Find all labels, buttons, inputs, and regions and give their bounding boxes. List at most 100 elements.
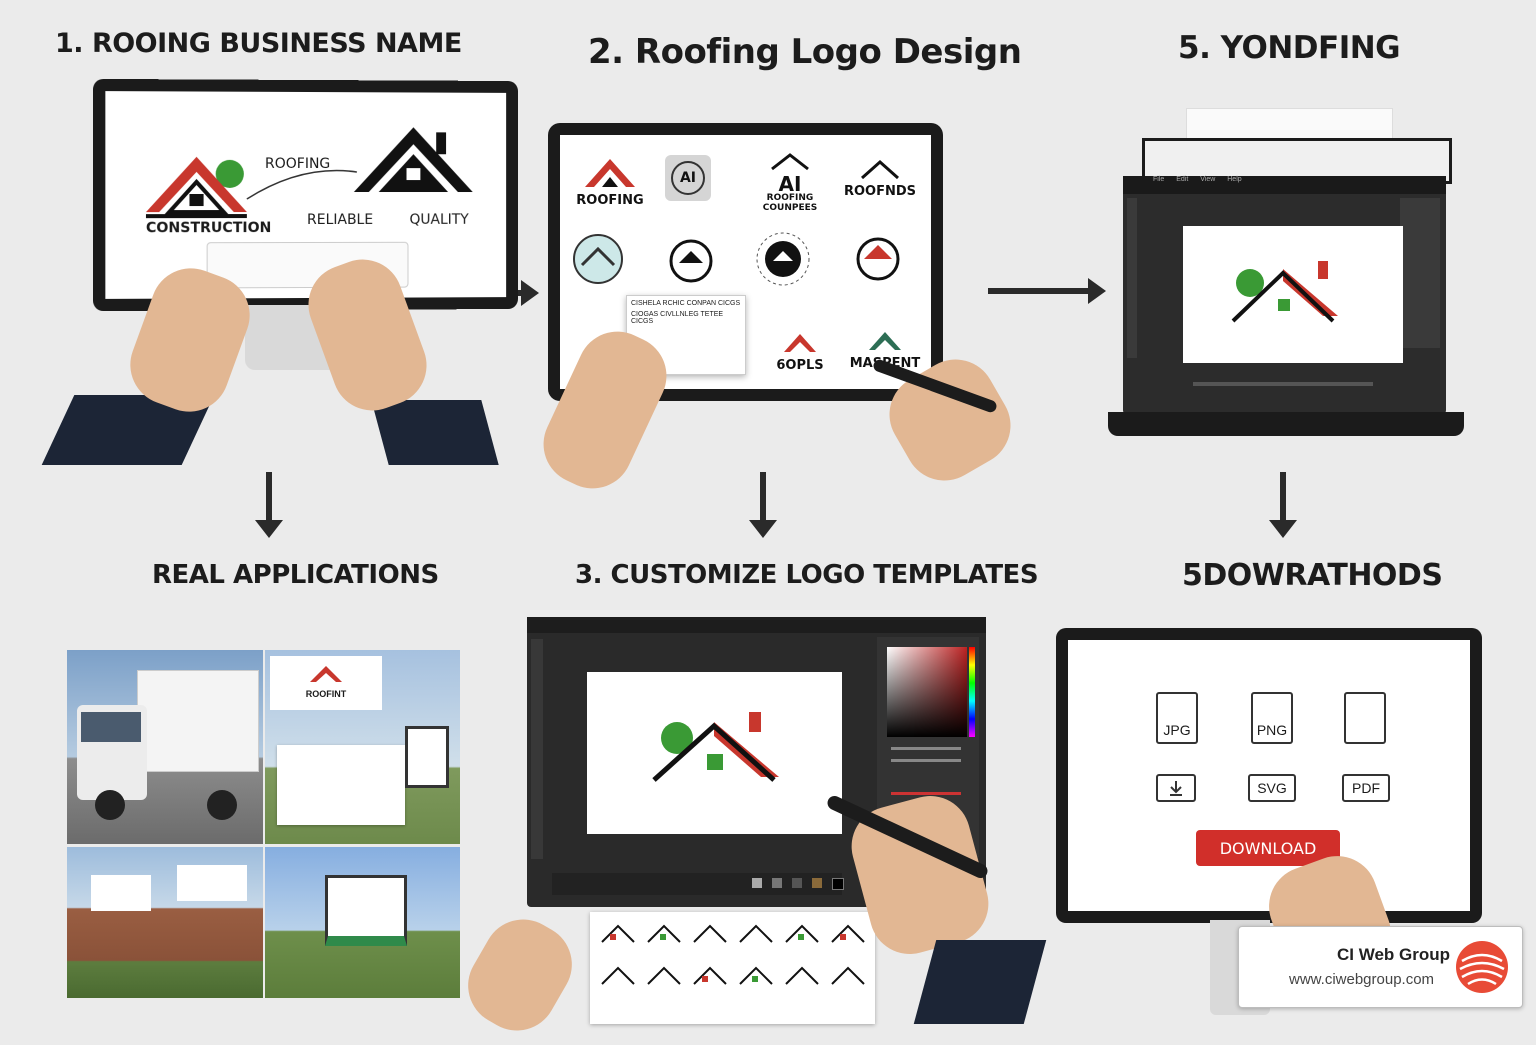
right-sleeve (371, 400, 499, 465)
monument-sign (325, 875, 407, 946)
roof-outline-icon (771, 153, 809, 171)
slider-track[interactable] (891, 747, 961, 750)
storefront-sign (177, 865, 247, 901)
pdf-format-button[interactable]: PDF (1342, 774, 1390, 802)
storefront-sign (91, 875, 151, 911)
swatch-bar[interactable] (552, 873, 844, 895)
step5-heading: 5. YONDFING (1178, 30, 1401, 66)
logo-template[interactable]: ROOFNDS (840, 159, 920, 199)
roof-logo-icon (869, 332, 901, 350)
business-card-photo: ROOFINT (265, 650, 460, 844)
download-button-label: DOWNLOAD (1219, 838, 1317, 858)
real-applications-collage: ROOFINT (67, 650, 460, 998)
popup-line: CIOGAS CIVLLNLEG TETEE CICGS (631, 311, 724, 325)
company-url[interactable]: www.ciwebgroup.com (1289, 971, 1435, 988)
storefront-photo (67, 847, 263, 998)
logo-template[interactable]: 6OPLS (760, 330, 840, 373)
company-name: CI Web Group (1337, 945, 1451, 964)
svg-format-button[interactable]: SVG (1248, 774, 1296, 802)
sign-card: ROOFINT (270, 656, 382, 710)
house-logo-icon (145, 156, 247, 233)
reliable-label: RELIABLE (307, 211, 374, 229)
monument-sign-photo (265, 847, 460, 998)
wheel-icon (95, 790, 125, 820)
download-screen: JPG PNG SVG PDF DOWNLOAD (1068, 640, 1470, 911)
editor-right-panel[interactable] (1400, 198, 1440, 348)
format-label: PDF (1352, 780, 1380, 796)
arrow-down-1 (255, 472, 283, 538)
download-arrow-button[interactable] (1156, 774, 1196, 802)
format-label: JPG (1163, 722, 1191, 738)
swatch-icon[interactable] (812, 878, 822, 888)
document-file-icon[interactable] (1344, 692, 1386, 744)
truck-box (137, 670, 259, 772)
back-sheet (1186, 108, 1393, 140)
menu-item[interactable]: View (1200, 176, 1216, 183)
roof-logo-icon (310, 666, 342, 682)
real-applications-heading: REAL APPLICATIONS (152, 560, 439, 590)
editor-left-toolbar[interactable] (531, 639, 543, 859)
badge-logo-icon[interactable] (850, 231, 906, 287)
company-badge[interactable]: CI Web Group www.ciwebgroup.com (1238, 926, 1523, 1008)
swatch-icon[interactable] (832, 878, 844, 890)
downloads-heading: 5DOWRATHODS (1182, 558, 1443, 593)
quality-label: QUALITY (409, 211, 469, 228)
download-icon (1170, 781, 1182, 796)
laptop-base (1108, 412, 1464, 436)
badge-logo-icon[interactable] (755, 231, 811, 287)
round-logo-icon[interactable] (572, 233, 624, 285)
roof-logo-icon (585, 159, 635, 187)
step1-heading: 1. ROOING BUSINESS NAME (55, 28, 462, 59)
step3-heading: 3. CUSTOMIZE LOGO TEMPLATES (575, 560, 1039, 590)
color-gradient-swatch[interactable] (887, 647, 967, 737)
house-logo-icon (652, 712, 779, 782)
popup-line: CISHELA RCHIC CONPAN CICGS (631, 300, 741, 307)
business-card (277, 745, 405, 825)
swatch-icon[interactable] (772, 878, 782, 888)
editor-canvas (1183, 226, 1403, 363)
arrow-down-3 (1269, 472, 1297, 538)
jpg-file-icon[interactable]: JPG (1156, 692, 1198, 744)
laptop-5: File Edit View Help (1123, 176, 1446, 416)
sign-label: ROOFINT (305, 689, 347, 699)
roof-outline-icon (861, 159, 899, 180)
swatch-icon[interactable] (752, 878, 762, 888)
menu-item[interactable]: File (1153, 176, 1165, 183)
step2-heading: 2. Roofing Logo Design (588, 32, 1022, 72)
truck-windshield (81, 712, 141, 742)
slider-track[interactable] (891, 759, 961, 762)
logo-label: AI (778, 172, 802, 196)
construction-label: CONSTRUCTION (145, 220, 272, 237)
house-logo-icon (1231, 261, 1338, 323)
menu-item[interactable]: Help (1227, 176, 1242, 183)
editor-topbar (527, 617, 986, 633)
ciwebgroup-logo-icon (1456, 941, 1508, 993)
logo-thumbnails[interactable] (590, 912, 875, 1024)
editor-menu-bar: File Edit View Help (1123, 176, 1446, 194)
template-sheet[interactable] (590, 912, 875, 1024)
logo-template[interactable]: AI (665, 155, 711, 201)
roof-logo-icon (784, 334, 816, 352)
slider-track[interactable] (891, 792, 961, 795)
hue-slider[interactable] (969, 647, 975, 737)
curve-connector-icon (245, 170, 358, 200)
editor-canvas-3 (587, 672, 842, 834)
menu-item[interactable]: Edit (1176, 176, 1189, 183)
logo-template[interactable]: ROOFING (570, 155, 650, 208)
monitor-1: ROOFING CONSTRUCTION RELIABLE QUALITY (93, 78, 518, 312)
editor-toolbar[interactable] (1127, 198, 1137, 358)
house-logo-dark-icon (353, 127, 473, 193)
monitor-1-screen: ROOFING CONSTRUCTION RELIABLE QUALITY (105, 91, 507, 299)
arrow-right-2 (988, 278, 1106, 304)
swatch-icon[interactable] (792, 878, 802, 888)
png-file-icon[interactable]: PNG (1251, 692, 1293, 744)
logo-label: ROOFING (576, 193, 644, 208)
logo-template[interactable]: AI ROOFING COUNPEES (750, 153, 830, 213)
wheel-icon (207, 790, 237, 820)
roadside-sign (405, 726, 449, 788)
right-sleeve (913, 940, 1047, 1024)
download-monitor: JPG PNG SVG PDF DOWNLOAD (1056, 628, 1482, 923)
format-label: PNG (1256, 722, 1288, 738)
badge-logo-icon[interactable] (665, 235, 717, 287)
format-label: SVG (1257, 780, 1287, 796)
